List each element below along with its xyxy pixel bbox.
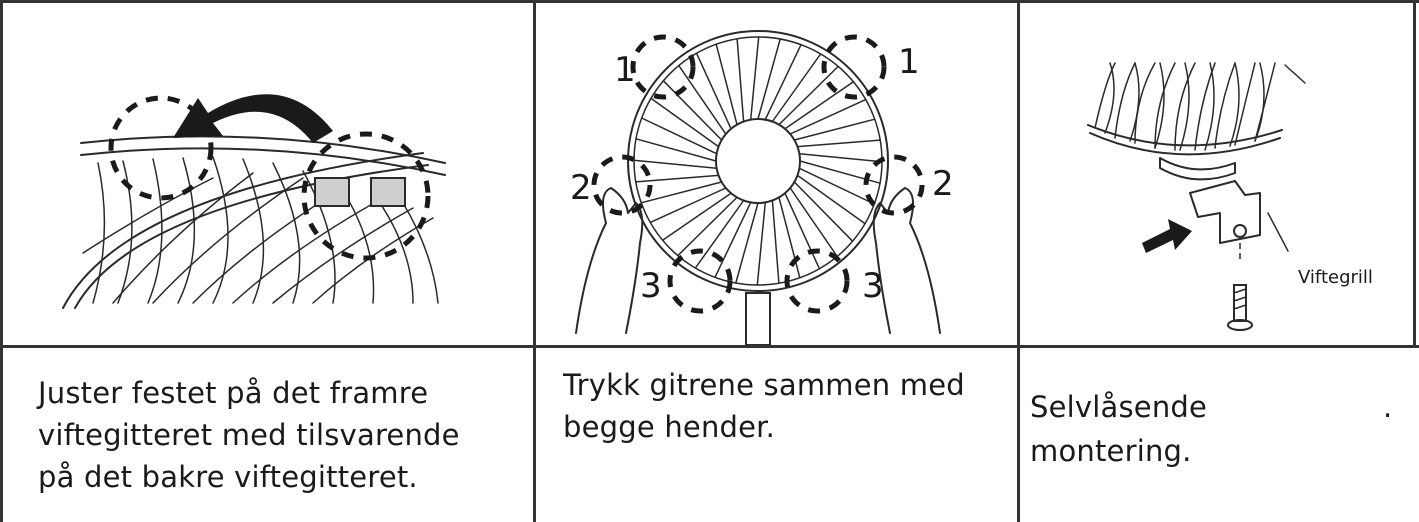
panel-3-caption-line-1: Selvlåsende (1030, 390, 1208, 424)
fan-spoke (793, 118, 876, 141)
fan-spoke (678, 64, 727, 135)
marker-3-right: 3 (862, 266, 884, 306)
marker-2-right: 2 (932, 164, 954, 204)
fan-spoke (793, 181, 854, 242)
fan-spoke (798, 167, 876, 205)
fan-spoke (789, 98, 867, 135)
fan-spoke (789, 187, 838, 258)
fan-spoke (694, 199, 745, 269)
fan-spoke (695, 52, 732, 130)
fan-spoke (635, 138, 717, 162)
fan-spoke (640, 181, 723, 204)
panel-3-caption-line-2: montering. (1030, 434, 1192, 468)
table-row-divider (0, 345, 1419, 348)
fan-spoke (650, 97, 720, 148)
panel-1-caption: Juster festet på det framre viftegittere… (38, 376, 460, 494)
push-arrow-icon (1142, 219, 1192, 253)
marker-1-left: 1 (614, 50, 636, 90)
fan-spoke (784, 81, 855, 130)
table-top-border (0, 0, 1419, 3)
panel-2-caption: Trykk gitrene sammen med begge hender. (563, 368, 965, 444)
fan-spoke (635, 174, 720, 183)
fan-spoke (735, 202, 759, 284)
fan-spoke (798, 152, 883, 163)
marker-2-left: 2 (570, 168, 592, 208)
fan-spoke (771, 199, 780, 284)
panel-2-illustration: 1 1 2 2 3 3 (536, 3, 1017, 345)
rotate-arrow-icon (173, 94, 333, 143)
table-right-border (1413, 0, 1416, 345)
fan-spoke (715, 43, 738, 126)
fan-spoke (778, 65, 839, 126)
panel-3-illustration: Viftegrill (1020, 3, 1413, 345)
fan-spoke (736, 38, 745, 123)
screw-icon (1227, 243, 1253, 331)
table-col-divider-2 (1017, 0, 1020, 522)
viftegrill-label: Viftegrill (1298, 267, 1373, 288)
panel-1-illustration (3, 3, 533, 345)
fan-spoke (633, 159, 718, 170)
fan-spoke (662, 80, 723, 141)
fan-spoke (714, 201, 752, 279)
marker-1-right: 1 (898, 42, 920, 82)
fan-spoke (749, 36, 760, 121)
table-col-divider-1 (533, 0, 536, 522)
marker-3-left: 3 (640, 266, 662, 306)
fan-spoke (784, 192, 821, 270)
panel-3-caption-dot: . (1383, 390, 1393, 424)
fan-spoke (649, 187, 727, 224)
fan-spoke (796, 139, 881, 148)
fan-spoke (764, 43, 802, 121)
fan-spoke (771, 53, 822, 123)
fan-spoke (640, 117, 718, 155)
fan-spoke (796, 174, 866, 225)
fan-spoke (677, 196, 738, 257)
fan-spoke (661, 192, 732, 241)
fan-spoke (778, 196, 801, 279)
table-left-border (0, 0, 3, 522)
fan-spoke (757, 38, 781, 120)
fan-spoke (756, 201, 767, 286)
